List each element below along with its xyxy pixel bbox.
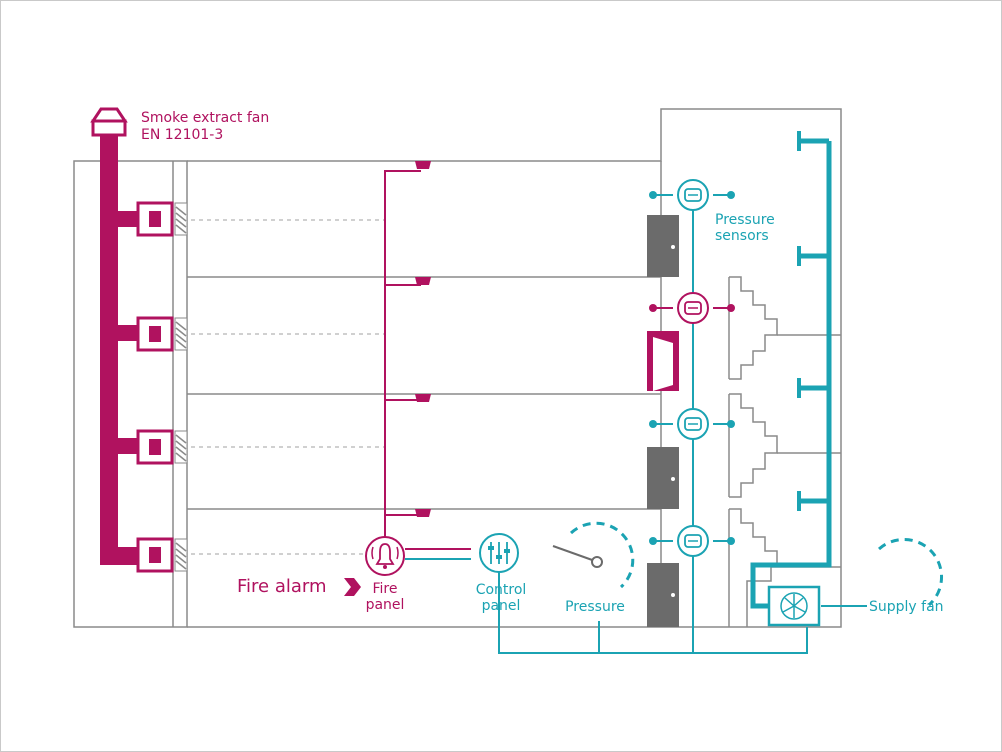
stair-door-open	[647, 331, 679, 391]
smoke-duct-riser	[100, 135, 118, 565]
smoke-vent-dashes	[191, 219, 385, 555]
supply-fan-label: Supply fan	[869, 599, 944, 615]
control-panel-label-line2: panel	[482, 598, 521, 614]
sensor-tap-points	[649, 191, 735, 545]
supply-duct	[750, 138, 832, 609]
stair-door	[647, 563, 679, 627]
chevron-right-icon	[344, 578, 361, 596]
smoke-extract-system	[90, 107, 188, 573]
smoke-fan-label-line2: EN 12101-3	[141, 127, 223, 143]
smoke-detector-icon	[415, 509, 431, 517]
sensor-icon	[677, 179, 709, 211]
smoke-damper	[136, 429, 188, 465]
smoke-damper	[136, 316, 188, 352]
pressure-label: Pressure	[565, 599, 625, 615]
smoke-damper	[136, 537, 188, 573]
sensor-icon	[677, 408, 709, 440]
supply-pressure-gauge-icon	[878, 538, 943, 607]
fire-panel-label-line2: panel	[366, 597, 405, 613]
sensor-icon	[649, 292, 735, 324]
fire-panel-label-line1: Fire	[373, 581, 398, 597]
pressure-sensors-label-line1: Pressure	[715, 212, 775, 228]
pressure-gauge-icon	[552, 521, 635, 589]
stair-door	[647, 215, 679, 277]
sliders-icon	[479, 533, 519, 573]
pressure-sensors-label-line2: sensors	[715, 228, 769, 244]
smoke-detector-icon	[415, 277, 431, 285]
smoke-damper	[136, 201, 188, 237]
fan-icon	[767, 585, 821, 627]
smoke-fan-label-line1: Smoke extract fan	[141, 110, 269, 126]
smoke-detector-icon	[415, 161, 431, 169]
fire-alarm-wiring	[384, 170, 471, 550]
stair-door	[647, 447, 679, 509]
sensor-icon	[677, 525, 709, 557]
smoke-detector-icon	[415, 394, 431, 402]
bell-icon	[365, 536, 405, 576]
control-panel-label-line1: Control	[476, 582, 527, 598]
smoke-fan-hood	[90, 107, 128, 123]
fire-alarm-label: Fire alarm	[237, 576, 327, 597]
